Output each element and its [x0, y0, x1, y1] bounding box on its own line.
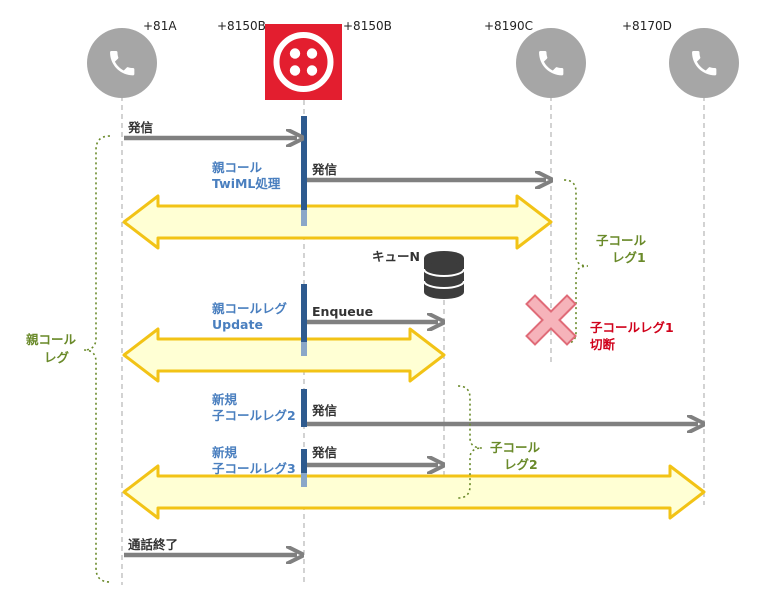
bridge-arrow-3 — [122, 464, 706, 520]
queue-database-icon — [423, 251, 465, 299]
brace-label-child1-line2: レグ1 — [612, 250, 646, 265]
process-label-3-line2: 子コールレグ2 — [212, 408, 296, 423]
brace-label-parent-line2: レグ — [44, 350, 70, 365]
brace-label-child2-line1: 子コール — [490, 440, 541, 455]
participant-number-c: +8190C — [484, 19, 533, 33]
disconnect-cross-icon — [525, 294, 577, 346]
brace-child-leg-1 — [563, 179, 589, 345]
activation-bar-3 — [301, 389, 307, 427]
activation-bar-4 — [301, 449, 307, 473]
phone-icon — [110, 51, 135, 76]
brace-parent-leg — [83, 135, 111, 583]
message-label-3: Enqueue — [312, 304, 373, 319]
participant-number-d: +8170D — [622, 19, 672, 33]
bridge-arrow-2 — [122, 327, 446, 383]
phone-icon — [539, 51, 564, 76]
disconnect-label-line1: 子コールレグ1 — [590, 320, 674, 335]
message-label-4: 発信 — [311, 403, 338, 418]
message-label-1: 発信 — [127, 120, 154, 135]
message-label-2: 発信 — [311, 162, 338, 177]
message-label-5: 発信 — [311, 445, 338, 460]
message-label-6: 通話終了 — [128, 537, 178, 552]
queue-label: キューN — [372, 249, 420, 264]
activation-bar-2 — [301, 284, 307, 342]
phone-icon — [692, 51, 717, 76]
participant-number-b-right: +8150B — [343, 19, 392, 33]
phone-a — [87, 28, 157, 98]
disconnect-label-line2: 切断 — [590, 337, 616, 352]
bridge-arrow-1 — [122, 194, 553, 250]
participant-number-a: +81A — [143, 19, 177, 33]
process-label-1-line2: TwiML処理 — [212, 176, 281, 191]
twilio-logo — [265, 24, 342, 100]
activation-bar-1 — [301, 116, 307, 210]
phone-c — [516, 28, 586, 98]
process-label-2-line2: Update — [212, 317, 263, 332]
participant-number-b: +8150B — [217, 19, 266, 33]
process-label-1-line1: 親コール — [212, 160, 263, 175]
process-label-3-line1: 新規 — [212, 392, 238, 407]
brace-label-parent-line1: 親コール — [26, 332, 77, 347]
process-label-4-line1: 新規 — [212, 445, 238, 460]
phone-d — [669, 28, 739, 98]
process-label-4-line2: 子コールレグ3 — [212, 461, 296, 476]
process-label-2-line1: 親コールレグ — [212, 301, 288, 316]
brace-label-child1-line1: 子コール — [596, 233, 647, 248]
brace-label-child2-line2: レグ2 — [504, 457, 538, 472]
